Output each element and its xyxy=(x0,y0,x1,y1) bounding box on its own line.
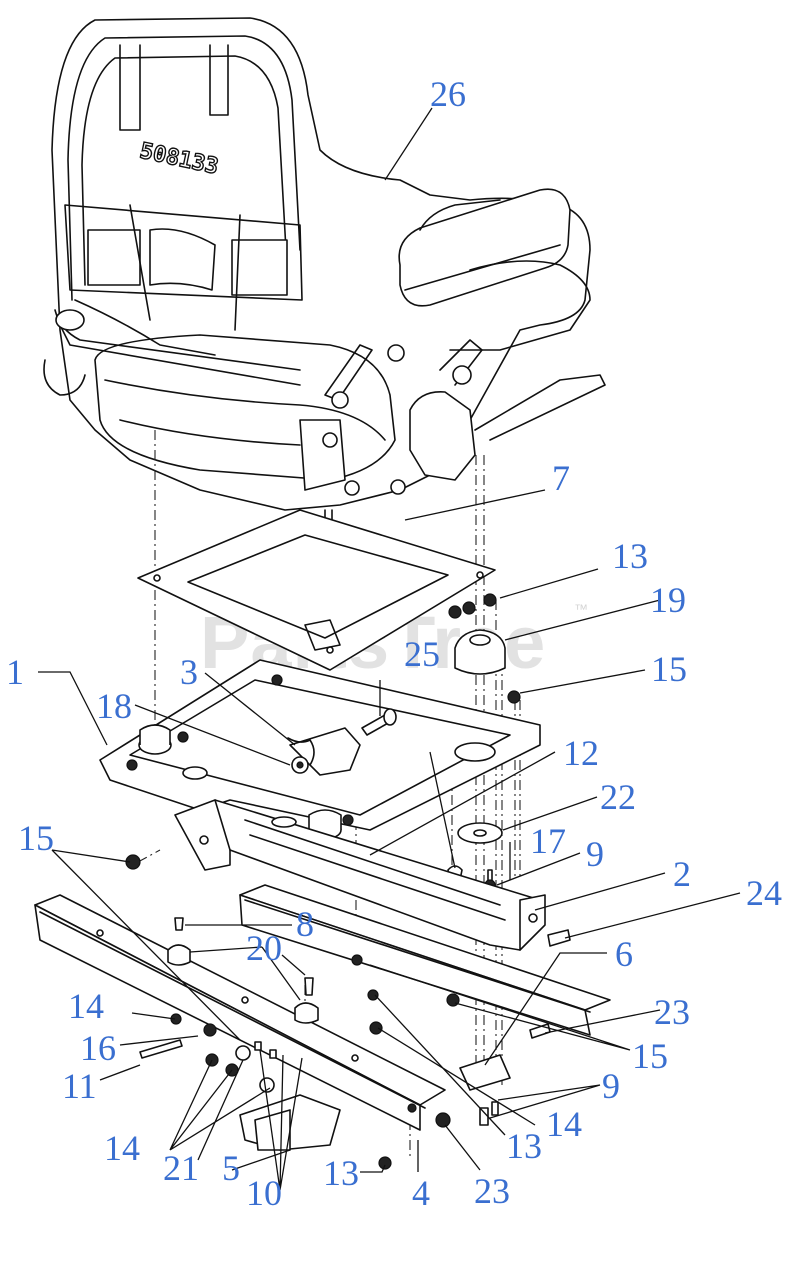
cross-tube-4 xyxy=(34,894,446,1131)
latch-spring-3-18 xyxy=(287,727,361,776)
callout-labels: 26 7 13 19 25 1 3 15 18 12 22 15 17 9 2 … xyxy=(6,74,782,1213)
callout-26: 26 xyxy=(430,74,466,114)
callout-23: 23 xyxy=(654,992,690,1032)
callout-9: 9 xyxy=(602,1066,620,1106)
callout-12: 12 xyxy=(563,733,599,773)
callout-15: 15 xyxy=(651,649,687,689)
callout-13: 13 xyxy=(323,1153,359,1193)
mounting-plate-7 xyxy=(137,509,496,671)
lower-hardware xyxy=(125,854,571,1170)
callout-19: 19 xyxy=(650,580,686,620)
leader-lines xyxy=(38,107,741,1191)
callout-4: 4 xyxy=(412,1173,430,1213)
callout-15: 15 xyxy=(632,1036,668,1076)
callout-14: 14 xyxy=(68,986,104,1026)
callout-1: 1 xyxy=(6,652,24,692)
callout-13: 13 xyxy=(506,1126,542,1166)
callout-16: 16 xyxy=(80,1028,116,1068)
callout-13: 13 xyxy=(612,536,648,576)
callout-7: 7 xyxy=(552,458,570,498)
seat-assembly: 508133 xyxy=(43,17,606,541)
callout-6: 6 xyxy=(615,934,633,974)
isolators-20 xyxy=(167,917,319,1024)
callout-2: 2 xyxy=(673,854,691,894)
callout-10: 10 xyxy=(246,1173,282,1213)
callout-14: 14 xyxy=(104,1128,140,1168)
callout-14: 14 xyxy=(546,1104,582,1144)
isolator-19 xyxy=(448,593,521,704)
bolt-25 xyxy=(361,708,397,736)
callout-17: 17 xyxy=(530,821,566,861)
callout-24: 24 xyxy=(746,873,782,913)
watermark-trademark: ™ xyxy=(574,601,588,617)
callout-11: 11 xyxy=(62,1066,97,1106)
callout-21: 21 xyxy=(163,1148,199,1188)
callout-15: 15 xyxy=(18,818,54,858)
callout-5: 5 xyxy=(222,1148,240,1188)
callout-20: 20 xyxy=(246,928,282,968)
callout-8: 8 xyxy=(296,904,314,944)
callout-23: 23 xyxy=(474,1171,510,1211)
callout-25: 25 xyxy=(404,634,440,674)
frame-2 xyxy=(174,799,546,951)
callout-22: 22 xyxy=(600,777,636,817)
callout-3: 3 xyxy=(180,652,198,692)
cross-tube-6 xyxy=(239,884,611,1036)
bracket-5 xyxy=(239,1094,341,1151)
callout-9: 9 xyxy=(586,834,604,874)
callout-18: 18 xyxy=(96,686,132,726)
